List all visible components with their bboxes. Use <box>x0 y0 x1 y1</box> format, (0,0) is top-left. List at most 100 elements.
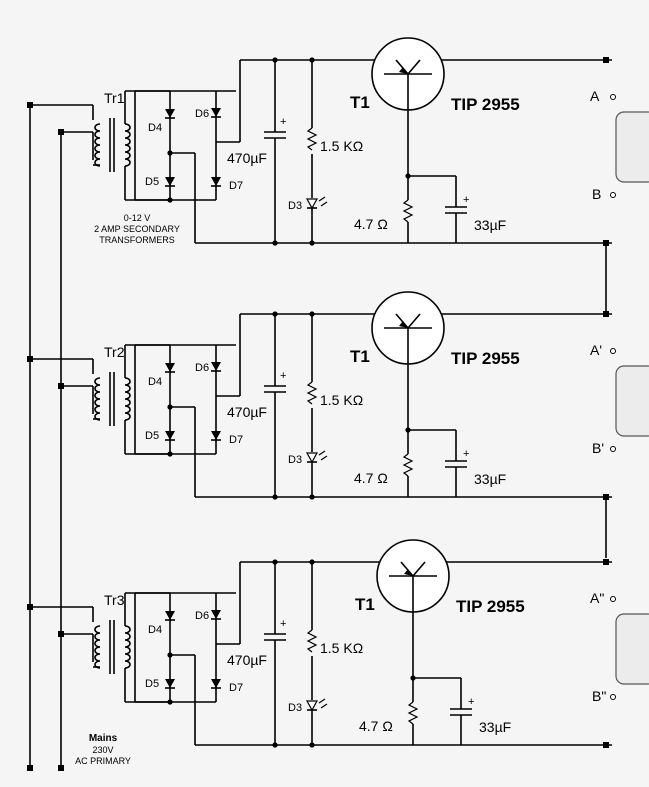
diode-d4-label: D4 <box>148 122 162 134</box>
mains-tap-a <box>27 604 33 610</box>
output-a-label: A" <box>590 590 604 606</box>
transformer-label: Tr3 <box>104 592 125 608</box>
mains-terminal-1 <box>27 765 33 771</box>
mains-tap-b <box>58 383 64 389</box>
diode-d7-body <box>211 177 221 186</box>
diode-d7 <box>211 679 221 689</box>
cap-plus: + <box>280 618 286 630</box>
diode-d4-label: D4 <box>148 376 162 388</box>
rail-terminal-bottom <box>603 240 609 246</box>
transformer-label: Tr1 <box>104 90 125 106</box>
bridge-node-bottom <box>167 451 173 457</box>
led-d3 <box>305 452 319 464</box>
mains-note-line-2: 230V <box>92 745 113 755</box>
transistor-arrow <box>399 67 408 74</box>
diode-d5 <box>165 177 175 187</box>
cap33-plus: + <box>463 448 469 460</box>
transistor-collector <box>407 313 421 329</box>
node-res-top <box>309 311 315 317</box>
resistor-1k5 <box>306 381 318 405</box>
transformer-label: Tr2 <box>104 344 125 360</box>
diode-d7-label: D7 <box>229 434 243 446</box>
node-cap-top <box>272 57 278 63</box>
output-a-terminal <box>610 348 616 354</box>
output-a-terminal <box>610 596 616 602</box>
bridge-node-mid <box>167 404 173 410</box>
diode-d7 <box>211 177 221 187</box>
diode-d5-body <box>165 679 175 688</box>
output-b-label: B" <box>592 688 606 704</box>
bridge-node-bottom <box>167 699 173 705</box>
secondary-note-line-3: TRANSFORMERS <box>99 235 175 245</box>
node-cap-top <box>272 311 278 317</box>
output-b-terminal <box>610 192 616 198</box>
diode-d5-label: D5 <box>145 678 159 690</box>
rail-terminal-top <box>603 311 609 317</box>
diode-d5-label: D5 <box>145 430 159 442</box>
output-connector <box>615 613 649 685</box>
secondary-note: 0-12 V 2 AMP SECONDARY TRANSFORMERS <box>94 213 180 245</box>
emitter-resistor-label: 4.7 Ω <box>354 216 388 232</box>
rail-terminal-bottom <box>603 742 609 748</box>
capacitor-label: 470µF <box>227 150 267 166</box>
diode-d6 <box>211 108 221 118</box>
secondary-note-line-1: 0-12 V <box>124 213 151 223</box>
mains-tap-b <box>58 631 64 637</box>
transistor-ref-label: T1 <box>350 93 370 112</box>
transistor-ref-label: T1 <box>355 595 375 614</box>
led-d3 <box>305 198 319 210</box>
diode-d6-label: D6 <box>195 362 209 374</box>
transformer-secondary-coil <box>124 123 131 167</box>
transformer-secondary-coil <box>124 625 131 669</box>
output-cap-label: 33µF <box>479 719 511 735</box>
secondary-note-line-2: 2 AMP SECONDARY <box>94 224 180 234</box>
diode-d6-body <box>211 610 221 619</box>
mains-note-line-1: Mains <box>89 733 118 744</box>
emitter-resistor <box>402 199 414 223</box>
transistor-arrow <box>399 321 408 328</box>
output-connector <box>615 111 649 183</box>
output-b-label: B <box>592 186 601 202</box>
output-cap-label: 33µF <box>474 217 506 233</box>
resistor-label: 1.5 KΩ <box>320 392 363 408</box>
diode-d6 <box>211 610 221 620</box>
transistor-collector <box>412 561 426 577</box>
capacitor-label: 470µF <box>227 404 267 420</box>
capacitor-label: 470µF <box>227 652 267 668</box>
emitter-resistor-label: 4.7 Ω <box>354 470 388 486</box>
transistor-collector <box>407 59 421 75</box>
output-connector <box>615 365 649 437</box>
diode-d4 <box>165 611 175 621</box>
led-rays <box>318 698 328 709</box>
led-rays <box>318 196 328 207</box>
bridge-node-bottom <box>167 197 173 203</box>
transformer-primary-coil <box>94 377 101 421</box>
bridge-node-mid <box>167 150 173 156</box>
led-d3 <box>305 700 319 712</box>
diode-d5-body <box>165 431 175 440</box>
diode-d5-body <box>165 177 175 186</box>
rail-terminal-top <box>603 559 609 565</box>
diode-d7-body <box>211 431 221 440</box>
diode-d5-label: D5 <box>145 176 159 188</box>
mains-tap-a <box>27 356 33 362</box>
resistor-label: 1.5 KΩ <box>320 640 363 656</box>
diode-d6-label: D6 <box>195 108 209 120</box>
diode-d5 <box>165 431 175 441</box>
cap-plus: + <box>280 116 286 128</box>
transformer-primary-coil <box>94 625 101 669</box>
diode-d4-body <box>165 109 175 118</box>
diode-d4 <box>165 109 175 119</box>
diode-d5 <box>165 679 175 689</box>
node-res-top <box>309 57 315 63</box>
led-label: D3 <box>288 200 302 212</box>
output-b-terminal <box>610 446 616 452</box>
output-a-label: A <box>590 88 600 104</box>
diode-d7-body <box>211 679 221 688</box>
resistor-1k5 <box>306 127 318 151</box>
diode-d7-label: D7 <box>229 180 243 192</box>
led-label: D3 <box>288 454 302 466</box>
